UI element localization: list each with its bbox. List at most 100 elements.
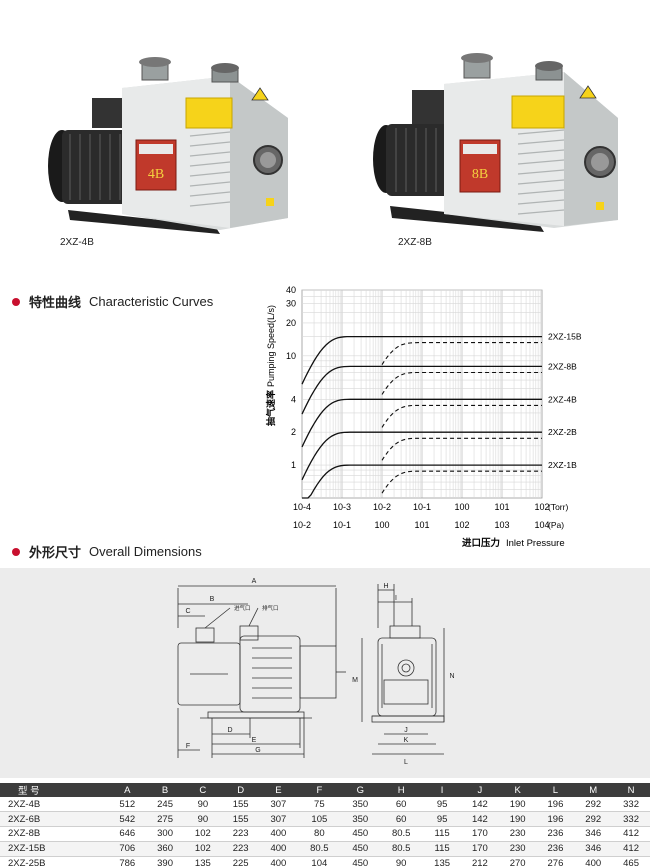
table-cell: 276: [536, 856, 575, 868]
table-cell: 155: [221, 797, 260, 813]
port-outlet-label: 排气口: [262, 604, 279, 612]
table-cell: 400: [259, 826, 298, 842]
table-cell: 412: [612, 841, 650, 857]
dimension-drawing: A B C D E F G H I J K L M N 进气口 排气口: [0, 568, 650, 778]
table-cell: 245: [146, 797, 184, 813]
table-cell: 196: [536, 797, 575, 813]
table-cell: 212: [461, 856, 499, 868]
series-curve-dashed: [381, 437, 542, 461]
x-unit-torr: (Torr): [548, 502, 568, 512]
series-curve-dashed: [381, 470, 542, 494]
table-cell: 115: [423, 826, 461, 842]
table-header-cell: B: [146, 783, 184, 797]
table-cell: 307: [259, 811, 298, 828]
table-cell: 465: [612, 856, 650, 868]
table-cell: 190: [498, 811, 537, 828]
table-cell: 230: [498, 841, 537, 857]
table-cell: 236: [536, 826, 575, 842]
table-cell: 115: [423, 841, 461, 857]
section-title-en: Overall Dimensions: [89, 544, 202, 559]
table-cell: 450: [341, 826, 380, 842]
y-axis-label-zh: 抽气速率: [265, 390, 276, 426]
table-cell: 646: [108, 826, 147, 842]
y-tick-label: 40: [286, 285, 296, 295]
section-title-en: Characteristic Curves: [89, 294, 214, 309]
x-unit-pa: (Pa): [548, 520, 564, 530]
y-tick-label: 30: [286, 299, 296, 309]
x-tick-label-torr: 102: [534, 502, 549, 512]
x-tick-label-pa: 10-2: [293, 520, 311, 530]
table-cell: 2XZ-8B: [0, 826, 109, 842]
table-header-cell: A: [108, 783, 147, 797]
table-cell: 2XZ-25B: [0, 856, 109, 868]
x-axis-label-zh: 进口压力: [462, 537, 500, 549]
table-header-cell: E: [259, 783, 298, 797]
table-cell: 196: [536, 811, 575, 828]
table-cell: 450: [341, 856, 380, 868]
table-cell: 450: [341, 841, 380, 857]
x-axis-label-en: Inlet Pressure: [506, 538, 565, 549]
table-cell: 390: [146, 856, 184, 868]
dim-label-b: B: [210, 596, 215, 603]
dim-label-g: G: [255, 747, 260, 754]
table-cell: 2XZ-15B: [0, 841, 109, 857]
y-tick-label: 1: [291, 460, 296, 470]
table-header-cell: N: [612, 783, 650, 797]
table-header-cell: H: [379, 783, 424, 797]
table-cell: 155: [221, 811, 260, 828]
table-cell: 360: [146, 841, 184, 857]
table-cell: 300: [146, 826, 184, 842]
dim-label-d: D: [227, 727, 232, 734]
table-cell: 223: [221, 826, 260, 842]
series-label: 2XZ-8B: [548, 361, 577, 371]
product-caption-2xz-8b: 2XZ-8B: [398, 237, 432, 248]
series-curve-dashed: [381, 404, 542, 428]
series-curve-solid: [301, 398, 542, 448]
series-label: 2XZ-15B: [548, 332, 582, 342]
table-cell: 60: [379, 797, 424, 813]
table-cell: 275: [146, 811, 184, 828]
x-tick-label-torr: 10-4: [293, 502, 311, 512]
table-cell: 102: [183, 841, 222, 857]
table-cell: 225: [221, 856, 260, 868]
dim-label-f: F: [186, 743, 190, 750]
table-cell: 102: [183, 826, 222, 842]
dim-label-l: L: [404, 759, 408, 766]
table-cell: 706: [108, 841, 147, 857]
table-cell: 135: [423, 856, 461, 868]
table-cell: 400: [259, 841, 298, 857]
x-tick-label-pa: 104: [534, 520, 549, 530]
dim-label-e: E: [252, 737, 257, 744]
dim-label-a: A: [252, 578, 257, 585]
table-cell: 170: [461, 841, 499, 857]
dim-label-c: C: [185, 608, 190, 615]
table-cell: 332: [612, 811, 650, 828]
table-header-cell: D: [221, 783, 260, 797]
table-cell: 190: [498, 797, 537, 813]
x-tick-label-torr: 100: [454, 502, 469, 512]
product-plate-label: 4B: [148, 167, 164, 182]
table-cell: 412: [612, 826, 650, 842]
series-label: 2XZ-4B: [548, 394, 577, 404]
table-cell: 332: [612, 797, 650, 813]
section-heading-dims: 外形尺寸 Overall Dimensions: [12, 542, 202, 561]
series-curve-dashed: [381, 342, 542, 365]
table-cell: 105: [297, 811, 342, 828]
table-cell: 2XZ-4B: [0, 797, 109, 813]
dim-label-j: J: [404, 727, 408, 734]
dim-label-n: N: [449, 673, 454, 680]
series-curve-solid: [301, 431, 542, 481]
table-cell: 292: [574, 797, 613, 813]
table-cell: 400: [574, 856, 613, 868]
table-cell: 135: [183, 856, 222, 868]
series-label: 2XZ-1B: [548, 460, 577, 470]
table-cell: 142: [461, 797, 499, 813]
table-cell: 75: [297, 797, 342, 813]
table-cell: 2XZ-6B: [0, 811, 109, 828]
table-cell: 142: [461, 811, 499, 828]
table-cell: 400: [259, 856, 298, 868]
